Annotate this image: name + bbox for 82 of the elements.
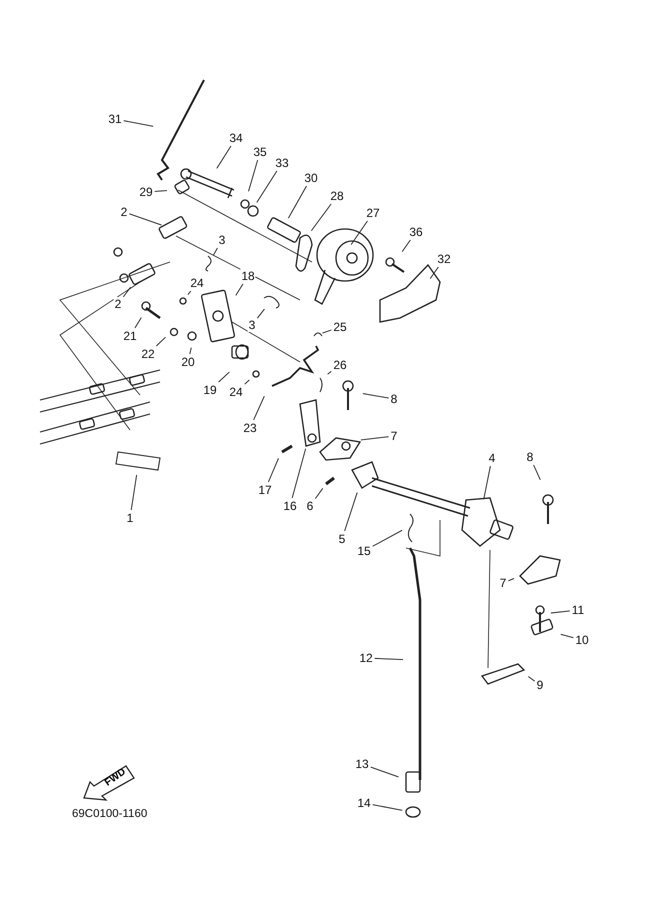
- leader-line: [256, 308, 265, 319]
- callout-number: 1: [126, 511, 134, 525]
- leader-line: [212, 248, 218, 256]
- callout-number: 4: [488, 451, 496, 465]
- callout-number: 12: [358, 651, 374, 665]
- leader-line: [528, 676, 536, 682]
- leader-line: [508, 578, 514, 582]
- callout-number: 27: [365, 206, 381, 220]
- leader-line: [128, 213, 162, 226]
- callout-number: 20: [180, 355, 196, 369]
- leader-line: [154, 190, 168, 192]
- leader-line: [360, 436, 390, 440]
- callout-number: 25: [332, 320, 348, 334]
- callout-number: 23: [242, 421, 258, 435]
- callout-number: 2: [120, 205, 128, 219]
- leader-line: [372, 530, 403, 547]
- leader-line: [156, 336, 166, 346]
- callout-number: 22: [140, 347, 156, 361]
- leader-line: [218, 372, 230, 382]
- leader-line: [123, 120, 154, 127]
- callout-number: 24: [228, 385, 244, 399]
- callout-number: 35: [252, 145, 268, 159]
- leader-line: [288, 186, 307, 219]
- leader-line: [314, 488, 324, 500]
- leader-line: [327, 370, 332, 375]
- callout-number: 19: [202, 383, 218, 397]
- callout-number: 28: [329, 189, 345, 203]
- leader-line: [402, 240, 411, 252]
- leader-line: [189, 347, 192, 354]
- leader-line: [372, 804, 403, 811]
- callout-number: 24: [189, 276, 205, 290]
- leader-line: [430, 266, 439, 280]
- leader-line: [550, 610, 570, 614]
- callout-number: 15: [356, 544, 372, 558]
- callout-number: 16: [282, 499, 298, 513]
- leader-line: [248, 160, 258, 192]
- leader-line: [130, 474, 138, 510]
- callout-number: 8: [526, 450, 534, 464]
- callout-number: 36: [408, 225, 424, 239]
- callout-number: 33: [274, 156, 290, 170]
- callout-number: 21: [122, 329, 138, 343]
- callout-number: 26: [332, 358, 348, 372]
- leader-line: [322, 330, 332, 334]
- leader-line: [244, 380, 250, 385]
- leader-line: [344, 492, 358, 532]
- callout-number: 29: [138, 185, 154, 199]
- leader-line: [253, 396, 265, 420]
- callout-number: 9: [536, 678, 544, 692]
- leader-line: [122, 286, 132, 298]
- leader-line: [235, 284, 244, 296]
- callout-number: 7: [498, 576, 508, 590]
- callout-number: 6: [306, 499, 314, 513]
- leader-line: [256, 170, 278, 203]
- leader-line: [560, 634, 574, 638]
- callout-number: 8: [390, 392, 398, 406]
- callout-number: 31: [107, 112, 123, 126]
- diagram-code: 69C0100-1160: [72, 808, 148, 820]
- callout-number: 30: [303, 171, 319, 185]
- leader-line: [362, 393, 390, 399]
- callout-number: 3: [218, 233, 226, 247]
- callout-number: 5: [338, 532, 346, 546]
- callout-number: 18: [240, 269, 256, 283]
- leader-line: [374, 658, 404, 660]
- leader-line: [483, 466, 491, 500]
- callout-number: 17: [257, 483, 273, 497]
- leader-line: [310, 204, 332, 232]
- callout-number: 14: [356, 796, 372, 810]
- leader-line: [134, 317, 142, 328]
- leader-line: [370, 766, 399, 778]
- callout-number: 10: [574, 633, 590, 647]
- callout-number: 32: [436, 252, 452, 266]
- leader-line: [216, 146, 232, 169]
- callout-number: 13: [354, 757, 370, 771]
- callout-number: 7: [390, 429, 398, 443]
- leader-line: [187, 290, 192, 296]
- callout-number: 34: [228, 131, 244, 145]
- callout-number: 3: [248, 318, 256, 332]
- callout-number: 11: [570, 603, 586, 617]
- callout-number: 2: [114, 297, 122, 311]
- leader-line: [533, 464, 541, 480]
- leader-line: [292, 448, 306, 498]
- leader-line: [268, 458, 279, 482]
